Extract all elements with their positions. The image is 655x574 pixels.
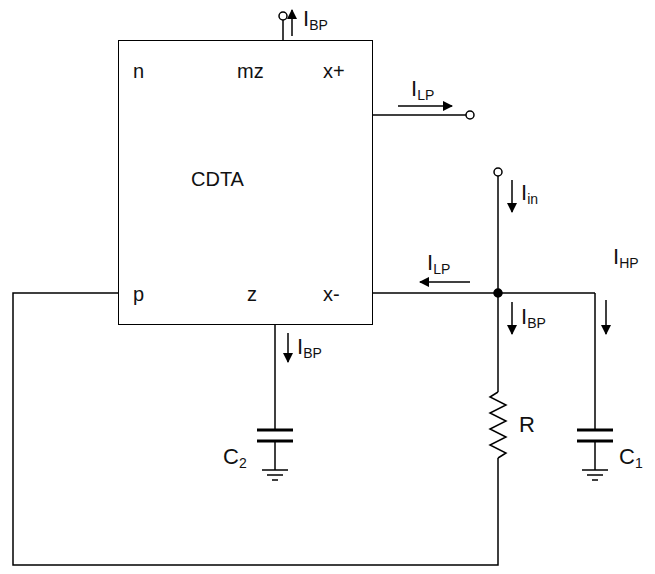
current-arrow bbox=[287, 333, 289, 362]
current-arrow bbox=[420, 281, 470, 283]
capacitor-wire bbox=[274, 441, 276, 470]
current-label: IBP bbox=[520, 306, 547, 330]
terminal bbox=[494, 168, 502, 176]
capacitor-wire bbox=[274, 325, 276, 430]
ground-symbol bbox=[267, 474, 283, 476]
cdta-block: n mz x+ CDTA p z x- bbox=[118, 40, 373, 325]
ground-symbol bbox=[592, 479, 598, 481]
pin-name: p bbox=[133, 284, 144, 304]
pin-name: mz bbox=[237, 61, 264, 81]
capacitor-wire bbox=[594, 293, 596, 430]
current-arrow bbox=[511, 180, 513, 212]
current-label: IBP bbox=[302, 8, 329, 32]
current-label: ILP bbox=[426, 252, 451, 276]
current-arrow bbox=[511, 302, 513, 334]
current-label: IBP bbox=[296, 336, 323, 360]
component-label: C2 bbox=[222, 446, 248, 470]
ground-symbol bbox=[587, 474, 603, 476]
terminal bbox=[466, 111, 474, 119]
pin-name: z bbox=[247, 284, 257, 304]
capacitor-symbol bbox=[257, 429, 293, 432]
capacitor-wire bbox=[594, 441, 596, 470]
xminus-wire bbox=[373, 292, 595, 294]
pin-name: x- bbox=[323, 284, 340, 304]
current-arrow bbox=[398, 105, 452, 107]
component-label: C1 bbox=[618, 446, 644, 470]
current-label: Iin bbox=[520, 182, 539, 206]
pin-name: CDTA bbox=[191, 169, 244, 189]
capacitor-symbol bbox=[577, 429, 613, 432]
mz-wire bbox=[282, 20, 284, 40]
current-label: IHP bbox=[612, 246, 640, 270]
current-arrow bbox=[291, 10, 293, 36]
resistor-symbol bbox=[490, 392, 506, 458]
ground-symbol bbox=[272, 479, 278, 481]
terminal bbox=[279, 12, 287, 20]
ground-symbol bbox=[262, 469, 288, 471]
current-label: ILP bbox=[410, 78, 435, 102]
current-arrow bbox=[605, 300, 607, 334]
feedback-wire bbox=[13, 293, 498, 565]
resistor-wire bbox=[497, 293, 499, 392]
component-label: R bbox=[518, 414, 536, 436]
pin-name: x+ bbox=[323, 61, 345, 81]
input-wire bbox=[497, 176, 499, 293]
pin-name: n bbox=[133, 61, 144, 81]
xplus-wire bbox=[373, 114, 466, 116]
ground-symbol bbox=[582, 469, 608, 471]
